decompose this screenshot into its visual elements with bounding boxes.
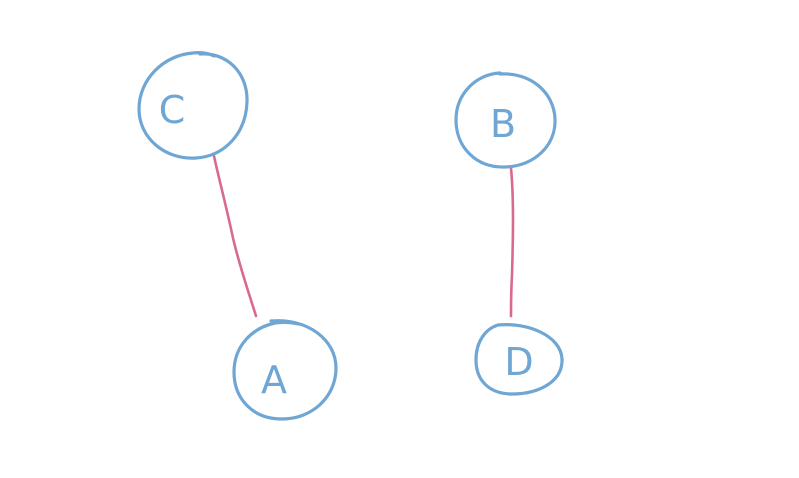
node-a-label: A: [261, 358, 287, 402]
nodes-layer: C B A D: [137, 51, 564, 421]
node-b-label: B: [490, 102, 516, 146]
node-a[interactable]: A: [232, 319, 338, 421]
node-c-label: C: [159, 88, 186, 132]
node-d[interactable]: D: [474, 323, 564, 396]
node-a-circle: [232, 319, 338, 421]
node-c-circle: [137, 51, 249, 160]
edges-layer: [212, 154, 515, 318]
edge-b-d: [509, 166, 515, 318]
node-b[interactable]: B: [454, 71, 557, 169]
edge-c-a: [212, 154, 258, 318]
node-c[interactable]: C: [137, 51, 249, 160]
node-d-label: D: [504, 340, 533, 384]
node-b-circle: [454, 71, 557, 169]
node-d-circle: [474, 323, 564, 396]
